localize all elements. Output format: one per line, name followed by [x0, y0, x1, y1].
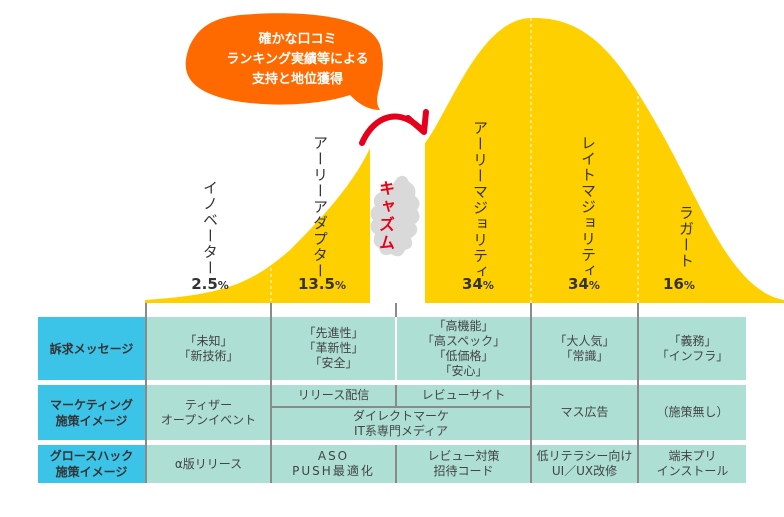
percent-early-majority: 34%: [462, 275, 494, 293]
cell-text: 「大人気」: [554, 333, 615, 348]
cell-marketing-late-majority: マス広告: [532, 385, 637, 440]
cell-text: 「常識」: [560, 348, 609, 363]
chasm-badge: [370, 175, 420, 257]
row-header-text: 施策イメージ: [55, 413, 128, 428]
percent-early-adopters: 13.5%: [297, 275, 347, 293]
cell-text: 「未知」: [184, 333, 233, 348]
speech-bubble: [185, 13, 383, 111]
cell-text: 「低価格」: [433, 348, 494, 363]
cell-text: ASO: [317, 449, 350, 463]
segment-label-early-majority: アーリーマジョリティ: [471, 120, 489, 280]
chasm-label: キャズム: [376, 180, 395, 252]
column-divider: [395, 445, 397, 483]
percent-laggards: 16%: [663, 275, 695, 293]
row-divider: [272, 406, 530, 408]
cell-growth-early-majority: レビュー対策招待コード: [397, 445, 530, 483]
row-header-text: 訴求メッセージ: [49, 341, 134, 356]
row-header-text: マーケティング: [49, 397, 134, 412]
cell-text: インストール: [656, 464, 729, 478]
cell-text: 「安全」: [309, 356, 358, 370]
percent-late-majority: 34%: [568, 275, 600, 293]
cell-marketing-laggards: （施策無し）: [639, 385, 746, 440]
cell-message-early-majority: 「高機能」「高スペック」「低価格」「安心」: [397, 317, 530, 380]
cell-text: 低リテラシー向け: [536, 449, 633, 463]
cell-text: PUSH最適化: [292, 464, 375, 478]
cell-text: 「高機能」: [433, 318, 494, 333]
cell-marketing-review-site: レビューサイト: [397, 385, 530, 406]
column-divider: [530, 303, 532, 483]
cell-text: 「高スペック」: [421, 333, 506, 348]
cell-message-laggards: 「義務」「インフラ」: [639, 317, 746, 380]
bubble-text: 確かな口コミ ランキング実績等による 支持と地位獲得: [205, 30, 390, 90]
cell-text: オープンイベント: [160, 412, 257, 427]
cell-text: 端末プリ: [668, 449, 717, 463]
row-header-text: グロースハック: [49, 449, 134, 463]
column-divider: [395, 385, 397, 406]
percent-innovators: 2.5%: [191, 275, 229, 293]
cell-text: 「安心」: [439, 363, 488, 378]
cell-text: ダイレクトマーケ: [352, 409, 449, 423]
cell-text: α版リリース: [174, 456, 243, 471]
cell-growth-innovators: α版リリース: [147, 445, 270, 483]
bubble-line: ランキング実績等による: [226, 52, 369, 67]
cell-text: ティザー: [184, 397, 233, 412]
cell-marketing-innovators: ティザーオープンイベント: [147, 385, 270, 440]
cell-message-innovators: 「未知」「新技術」: [147, 317, 270, 380]
cell-text: 「革新性」: [303, 341, 364, 355]
cell-text: 「義務」: [668, 333, 717, 348]
segment-label-innovators: イノベーター: [201, 180, 219, 276]
cell-text: （施策無し）: [656, 405, 729, 419]
segment-label-early-adopters: アーリーアダプター: [311, 135, 329, 279]
bubble-line: 支持と地位獲得: [251, 72, 343, 87]
segment-label-late-majority: レイトマジョリティ: [579, 135, 597, 279]
column-divider: [395, 303, 397, 317]
cell-text: IT系専門メディア: [353, 424, 449, 438]
cell-text: レビュー対策: [427, 449, 500, 463]
segment-label-laggards: ラガート: [677, 205, 695, 269]
row-header-message: 訴求メッセージ: [38, 317, 145, 380]
row-header-marketing: マーケティング施策イメージ: [38, 385, 145, 440]
cell-text: 「先進性」: [303, 326, 364, 340]
bubble-line: 確かな口コミ: [258, 32, 337, 47]
left-curve: [145, 148, 370, 303]
cell-message-early-adopters: 「先進性」「革新性」「安全」: [272, 317, 395, 380]
cell-text: レビューサイト: [421, 388, 506, 402]
cell-message-late-majority: 「大人気」「常識」: [532, 317, 637, 380]
cell-text: 「インフラ」: [656, 348, 729, 363]
cell-text: 招待コード: [433, 464, 494, 478]
right-curve: [425, 17, 784, 304]
cell-text: マス広告: [560, 405, 609, 419]
row-header-growth-hack: グロースハック施策イメージ: [38, 445, 145, 483]
column-divider: [637, 303, 639, 483]
cell-marketing-release: リリース配信: [272, 385, 395, 406]
cell-text: 「新技術」: [178, 348, 239, 363]
cell-growth-laggards: 端末プリインストール: [639, 445, 746, 483]
column-divider: [270, 303, 272, 483]
cell-text: UI／UX改修: [551, 464, 618, 478]
row-header-text: 施策イメージ: [55, 465, 128, 479]
column-divider: [145, 303, 147, 483]
cell-text: リリース配信: [297, 388, 370, 402]
